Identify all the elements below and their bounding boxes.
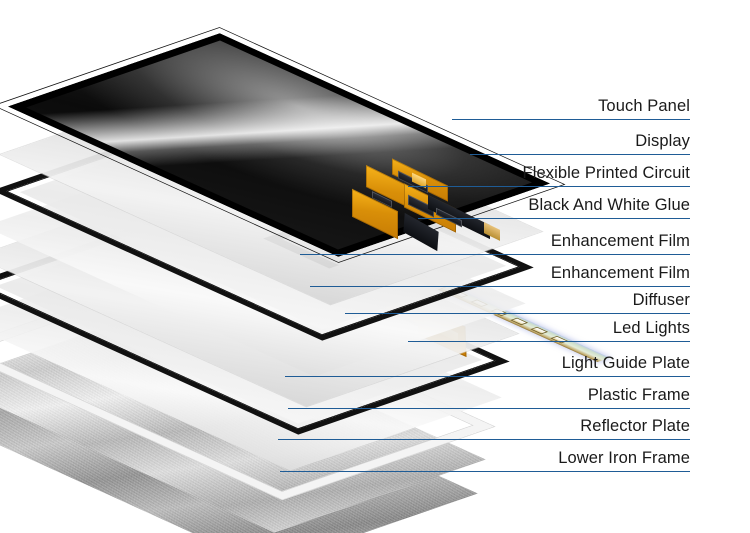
callout-label: Enhancement Film <box>550 232 690 250</box>
leader-line <box>288 408 690 409</box>
leader-line <box>452 119 690 120</box>
callout-label: Plastic Frame <box>587 386 690 404</box>
callout-label: Display <box>635 132 690 150</box>
callout-label: Light Guide Plate <box>561 354 690 372</box>
leader-line <box>300 254 690 255</box>
callout-label: Led Lights <box>612 319 690 337</box>
callout-label: Lower Iron Frame <box>558 449 690 467</box>
leader-line <box>310 286 690 287</box>
leader-line <box>345 313 690 314</box>
callout-label: Touch Panel <box>598 97 690 115</box>
leader-line <box>408 186 690 187</box>
led-chip <box>530 326 549 335</box>
leader-line <box>418 218 690 219</box>
led-chip <box>550 335 569 344</box>
led-chip <box>510 317 529 326</box>
callout-label: Flexible Printed Circuit <box>522 164 690 182</box>
leader-line <box>280 471 690 472</box>
callout-label: Reflector Plate <box>580 417 690 435</box>
leader-line <box>470 154 690 155</box>
callout-label: Diffuser <box>632 291 690 309</box>
leader-line <box>285 376 690 377</box>
leader-line <box>408 341 690 342</box>
leader-line <box>278 439 690 440</box>
callout-label: Black And White Glue <box>528 196 690 214</box>
callout-label: Enhancement Film <box>550 264 690 282</box>
